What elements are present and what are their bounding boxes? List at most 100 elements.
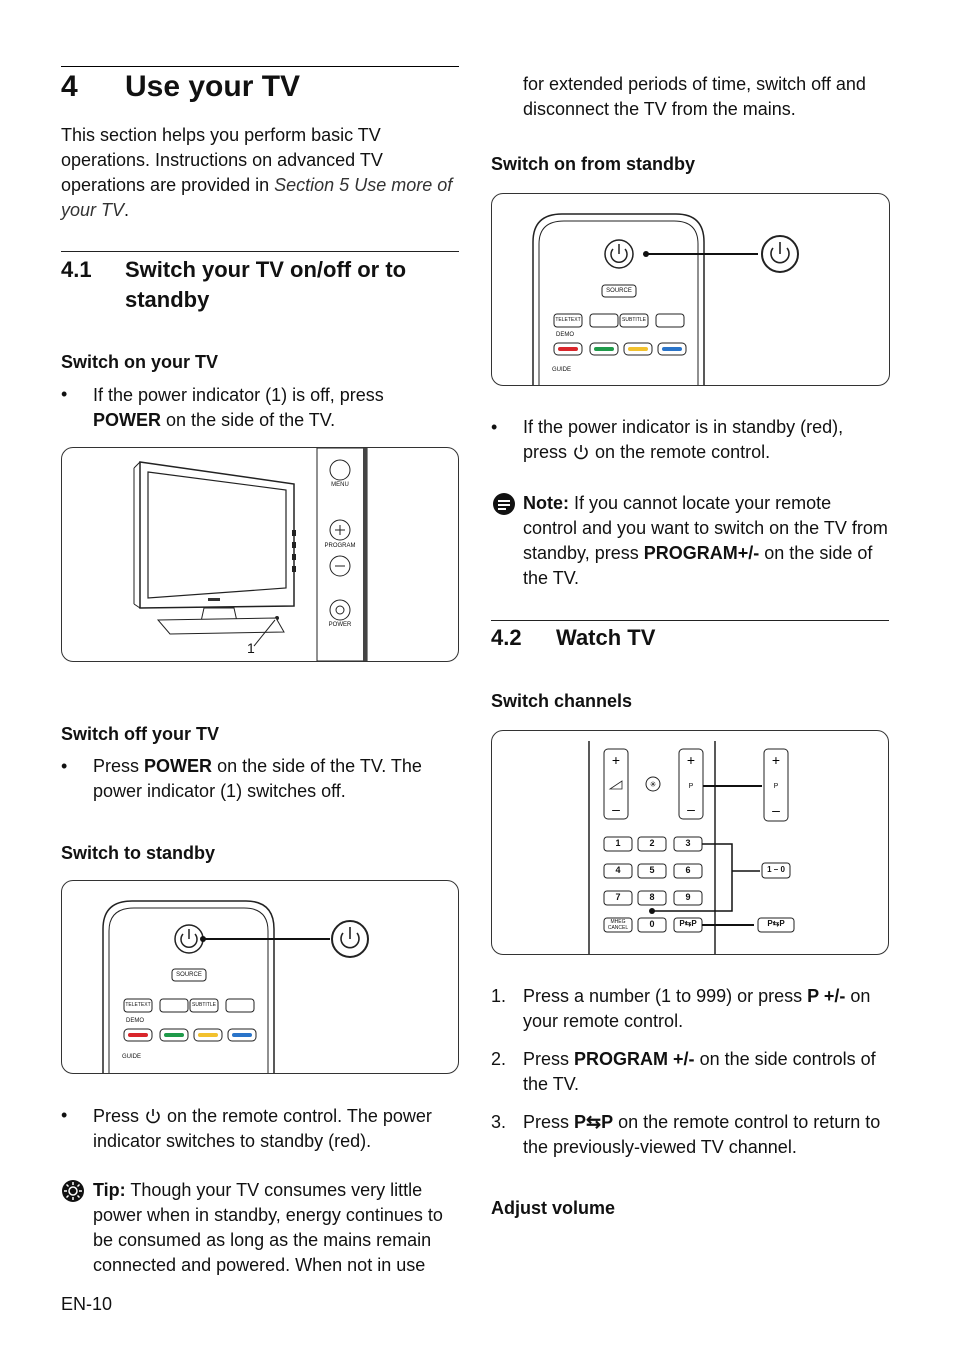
step-keyword: P⇆P: [574, 1112, 614, 1132]
svg-text:✳: ✳: [650, 780, 657, 789]
demo-label: DEMO: [126, 1018, 144, 1024]
note-text-post: on the side of the TV.: [523, 543, 873, 588]
color-key-swatch: [662, 347, 682, 351]
color-key-swatch: [128, 1033, 148, 1037]
heading-switch-off: Switch off your TV: [61, 724, 220, 744]
heading-switch-on: Switch on your TV: [61, 352, 219, 372]
key-2: 2: [649, 838, 655, 848]
bullet-dot: •: [61, 756, 68, 776]
teletext-button-label: TELETEXT: [555, 317, 581, 323]
power-icon: [146, 1109, 160, 1124]
color-key-swatch: [558, 347, 578, 351]
bullet-dot: •: [61, 384, 68, 404]
power-keyword: POWER: [144, 756, 213, 776]
key-p-swap: P⇆P: [679, 919, 697, 928]
step-keyword: PROGRAM +/-: [574, 1049, 695, 1069]
from-standby-text-pre: If the power indicator is in standby (re…: [523, 417, 844, 462]
chapter-rule: [61, 66, 459, 67]
tip-text: Though your TV consumes very little powe…: [93, 1180, 443, 1275]
from-standby-instruction: If the power indicator is in standby (re…: [523, 415, 889, 465]
heading-switch-from-standby: Switch on from standby: [491, 154, 696, 174]
tip-icon: [62, 1180, 84, 1202]
key-4: 4: [615, 865, 621, 875]
subtitle-button-label: SUBTITLE: [622, 317, 646, 323]
tv-side-figure: 1 MENU PROGRAM POWER: [61, 447, 459, 662]
teletext-button-label: TELETEXT: [125, 1002, 151, 1008]
section-number-4-1: 4.1: [61, 257, 92, 282]
note-paragraph: Note: If you cannot locate your remote c…: [523, 491, 889, 591]
section-title-4-1-line1: Switch your TV on/off or to: [125, 257, 407, 282]
section-number-4-2: 4.2: [491, 625, 522, 650]
remote-standby-figure: SOURCE TELETEXT SUBTITLE DEMO GUIDE: [61, 880, 459, 1074]
source-button-label: SOURCE: [606, 288, 632, 294]
intro-section-reference[interactable]: Section 5 Use more of your TV: [61, 175, 453, 220]
standby-instruction: Press on the remote control. The power i…: [93, 1104, 458, 1154]
power-keyword: POWER: [93, 410, 162, 430]
tv-label-power: POWER: [328, 622, 352, 628]
key-0: 0: [649, 919, 655, 929]
svg-text:+: +: [772, 752, 780, 768]
note-icon: [493, 493, 515, 515]
color-key-swatch: [628, 347, 648, 351]
tv-illustration: [133, 448, 368, 661]
section-title-4-2: Watch TV: [556, 625, 656, 650]
remote-wake-figure: SOURCE TELETEXT SUBTITLE DEMO GUIDE: [491, 193, 890, 386]
svg-text:–: –: [687, 801, 695, 817]
program-keyword: PROGRAM+/-: [643, 543, 760, 563]
tv-label-menu: MENU: [331, 482, 349, 488]
chapter-number: 4: [61, 70, 78, 103]
intro-text: This section helps you perform basic TV …: [61, 125, 383, 195]
tv-label-program: PROGRAM: [324, 543, 356, 549]
heading-switch-channels: Switch channels: [491, 691, 633, 711]
step-text-pre: Press: [523, 1112, 570, 1132]
switch-on-text-post: on the side of the TV.: [166, 410, 336, 430]
section-title-4-1-line2: standby: [125, 287, 210, 312]
switch-off-instruction: Press POWER on the side of the TV. The p…: [93, 754, 453, 804]
callout-swap-label: P⇆P: [767, 919, 785, 928]
step-text-post: on the remote control to return to the p…: [523, 1112, 881, 1157]
step-text-post: on the side controls of the TV.: [523, 1049, 876, 1094]
keypad-figure: + – ✳ + – + – P P 1 2 3 4 5 6 7 8: [491, 730, 889, 955]
demo-label: DEMO: [556, 332, 574, 338]
color-key-swatch: [198, 1033, 218, 1037]
remote-illustration: [102, 900, 369, 1073]
heading-adjust-volume: Adjust volume: [491, 1198, 616, 1218]
switch-off-text-pre: Press: [93, 756, 140, 776]
standby-text-pre: Press: [93, 1106, 140, 1126]
intro-paragraph: This section helps you perform basic TV …: [61, 123, 456, 223]
switch-on-text-pre: If the power indicator (1) is off, press: [93, 385, 384, 405]
svg-text:–: –: [612, 801, 620, 817]
svg-text:+: +: [612, 752, 620, 768]
step-text-pre: Press a number (1 to 999) or press: [523, 986, 803, 1006]
heading-switch-standby: Switch to standby: [61, 843, 216, 863]
step-keyword: P +/-: [807, 986, 846, 1006]
key-5: 5: [649, 865, 655, 875]
intro-end: .: [124, 200, 130, 220]
tip-continued: for extended periods of time, switch off…: [523, 74, 866, 119]
step-text: Press a number (1 to 999) or press P +/-…: [523, 984, 889, 1034]
power-icon: [574, 445, 588, 460]
source-button-label: SOURCE: [176, 972, 202, 978]
key-8: 8: [649, 892, 655, 902]
p-rocker-label: P: [688, 783, 694, 790]
note-text-pre: If you cannot locate your remote control…: [523, 493, 888, 563]
step-text-post: on your remote control.: [523, 986, 871, 1031]
remote-illustration: [532, 213, 799, 385]
keypad-illustration: + – ✳ + – + –: [588, 741, 795, 954]
key-1: 1: [615, 838, 621, 848]
chapter-title: Use your TV: [125, 70, 301, 103]
key-7: 7: [615, 892, 621, 902]
step-text: Press PROGRAM +/- on the side controls o…: [523, 1047, 889, 1097]
key-3: 3: [685, 838, 691, 848]
callout-digits-label: 1 – 0: [767, 865, 785, 874]
step-text-pre: Press: [523, 1049, 570, 1069]
guide-label: GUIDE: [122, 1054, 142, 1060]
note-label: Note:: [523, 493, 569, 513]
step-text: Press P⇆P on the remote control to retur…: [523, 1110, 889, 1160]
bullet-dot: •: [491, 417, 498, 437]
step-number: 1.: [491, 986, 507, 1006]
switch-off-text-post: on the side of the TV. The power indicat…: [93, 756, 422, 801]
section-rule-4-2: [491, 620, 889, 621]
switch-on-instruction: If the power indicator (1) is off, press…: [93, 383, 453, 433]
color-key-swatch: [164, 1033, 184, 1037]
